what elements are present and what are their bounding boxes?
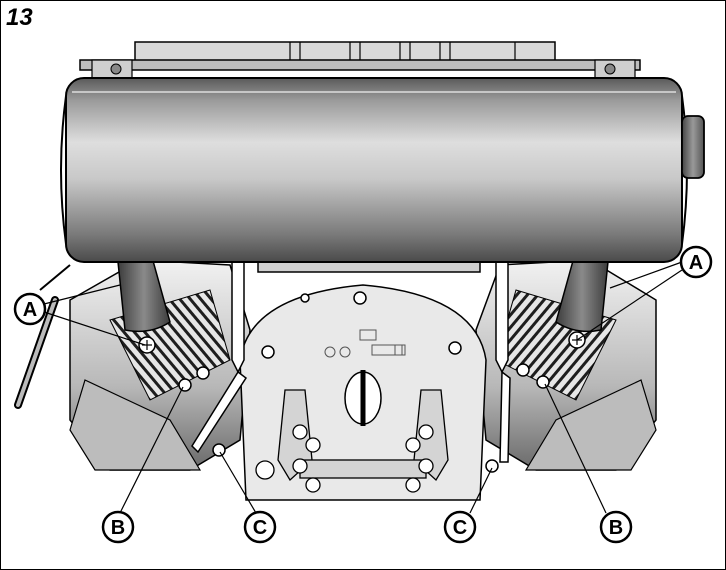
callout-b-right: B	[599, 510, 633, 544]
svg-text:C: C	[253, 517, 267, 539]
svg-text:B: B	[111, 517, 125, 539]
svg-text:A: A	[689, 252, 703, 274]
top-bracket	[79, 41, 641, 81]
callout-a-left: A	[13, 292, 47, 326]
callout-c-left: C	[243, 510, 277, 544]
callout-c-right: C	[443, 510, 477, 544]
svg-text:C: C	[453, 517, 467, 539]
callout-b-left: B	[101, 510, 135, 544]
callout-leader-lines	[43, 261, 683, 514]
muffler	[60, 77, 705, 263]
svg-text:A: A	[23, 299, 37, 321]
svg-text:B: B	[609, 517, 623, 539]
figure-number: 13	[6, 4, 33, 31]
engine-body	[14, 246, 657, 501]
callout-a-right: A	[679, 245, 713, 279]
